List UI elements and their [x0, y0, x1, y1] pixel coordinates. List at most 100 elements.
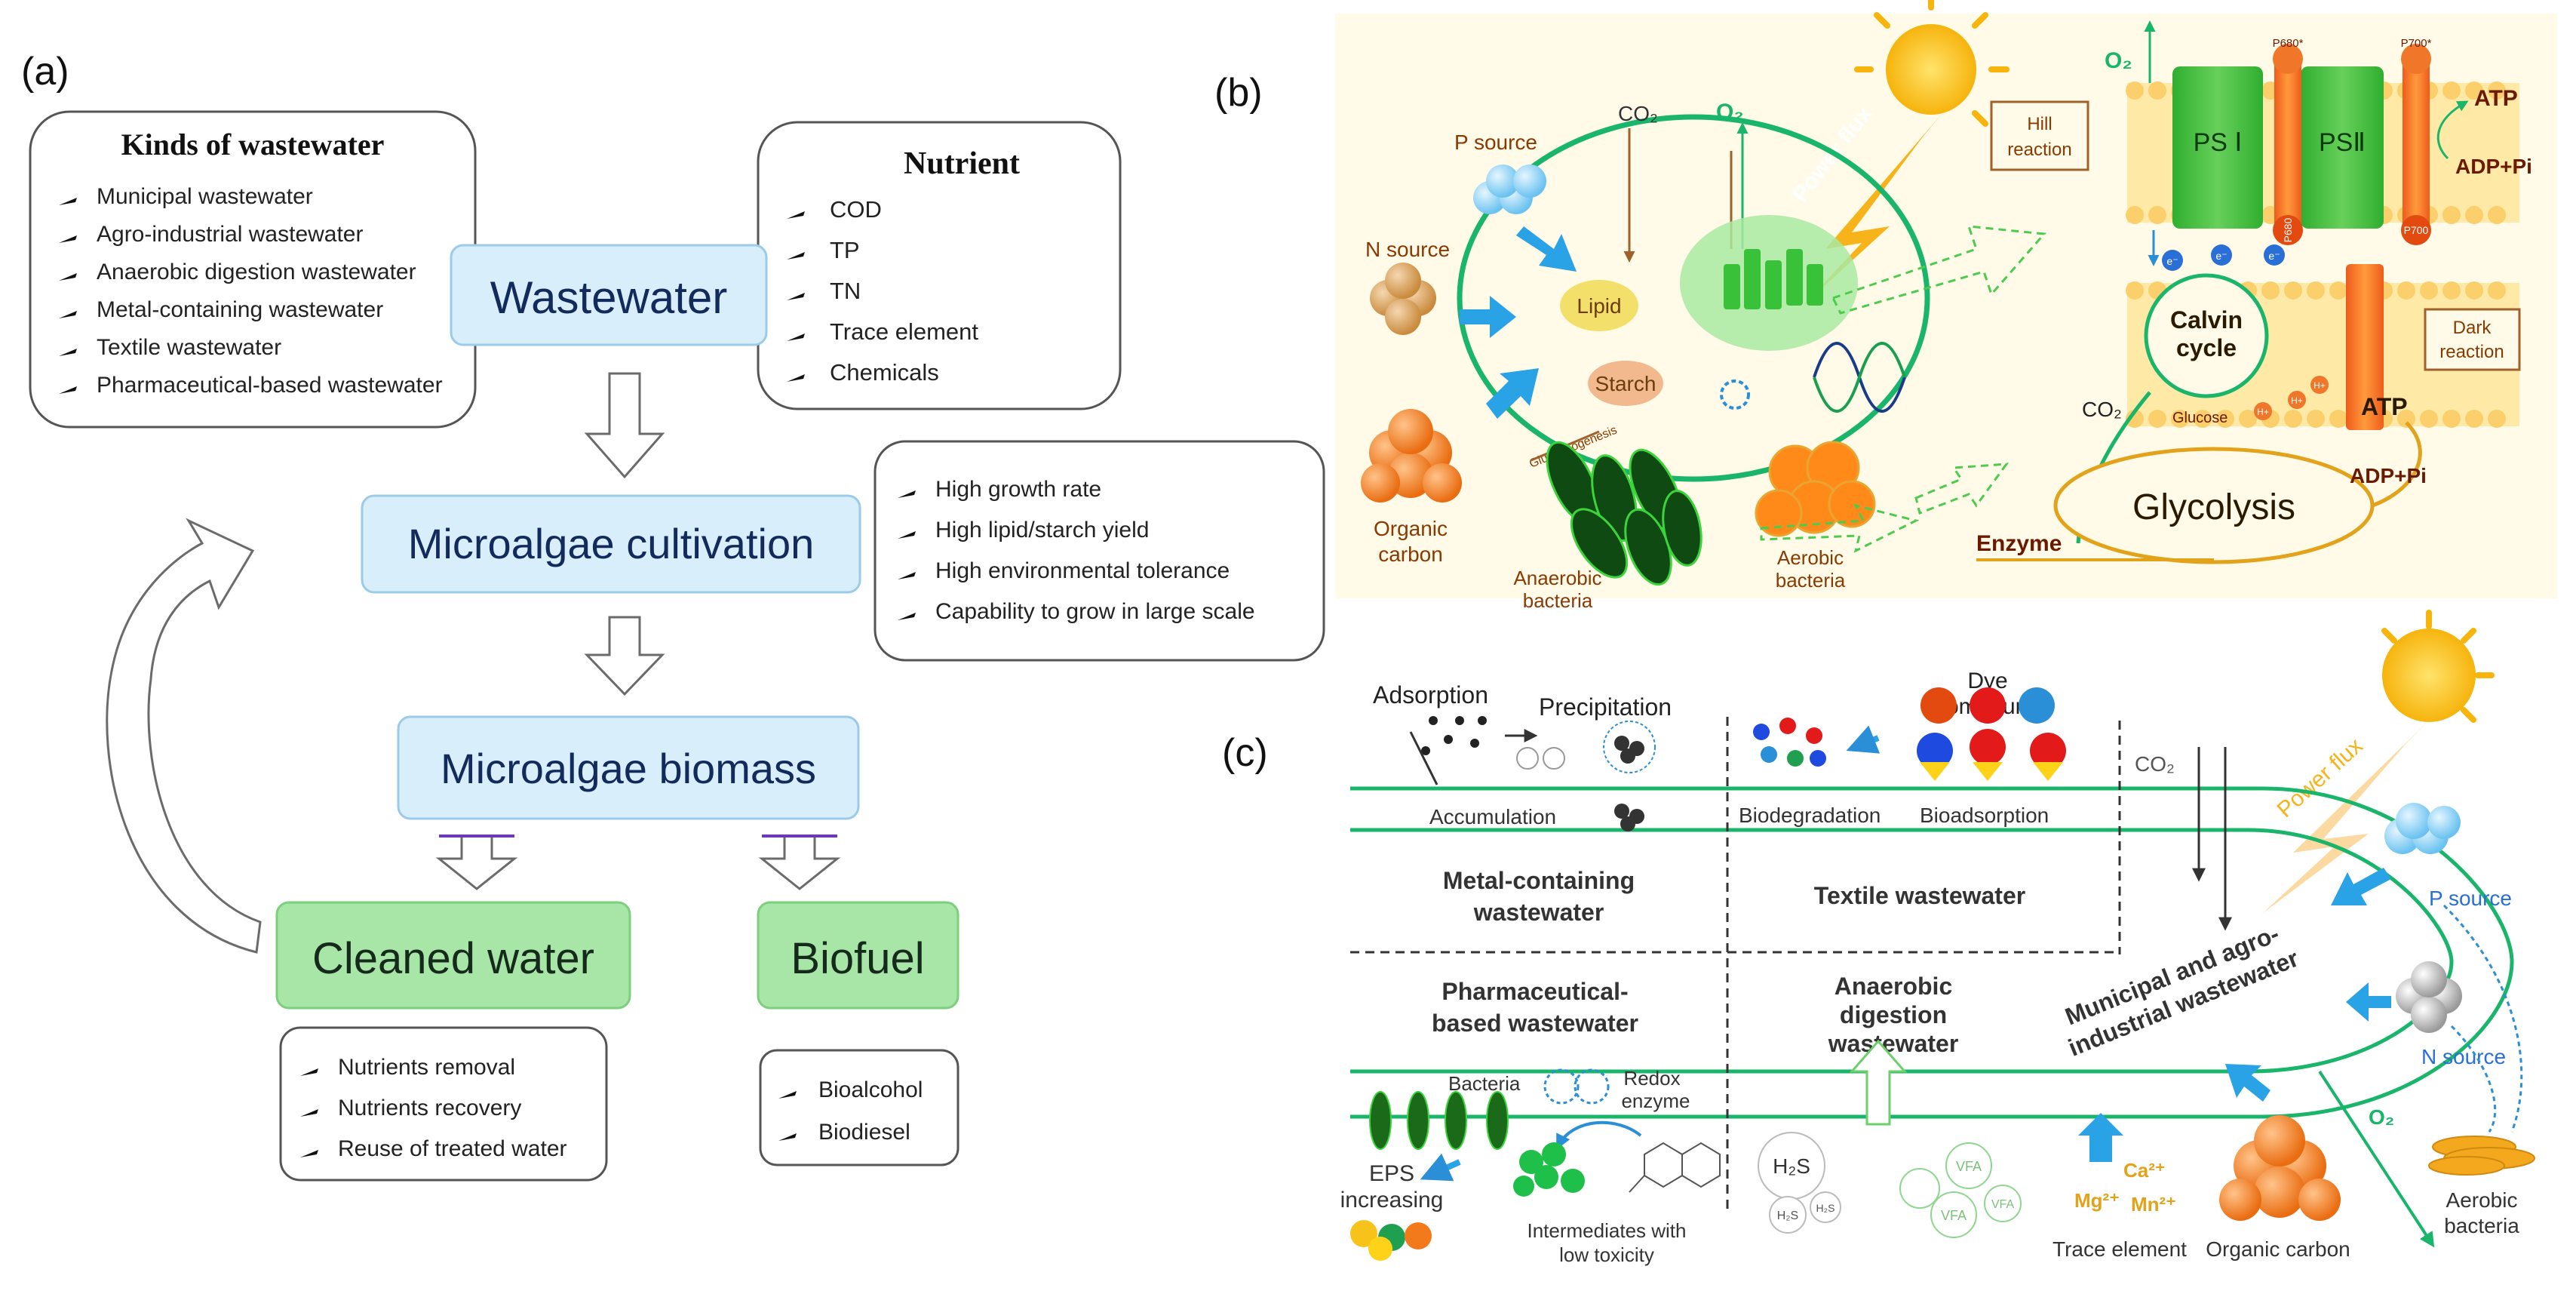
dashed-arrow-chloroplast [1831, 225, 2047, 315]
traits-list: High growth rate High lipid/starch yield… [898, 477, 1255, 624]
p680-dot [2273, 215, 2303, 245]
p700-dot [2401, 215, 2431, 245]
co2-mid-label: CO₂ [2082, 398, 2122, 421]
panel-b-label: (b) [1214, 71, 1263, 115]
trait-item: Capability to grow in large scale [898, 599, 1255, 624]
p680-star-dot [2273, 44, 2303, 74]
water-uses-list: Nutrients removal Nutrients recovery Reu… [300, 1055, 567, 1161]
anaerobic-dig-label-2: digestion [1840, 1001, 1947, 1028]
ps1-label: PS Ⅰ [2194, 128, 2243, 157]
svg-text:H+: H+ [2257, 407, 2269, 417]
p-source-dashed-arrow [2442, 904, 2523, 1133]
atp-synthase [2346, 264, 2384, 430]
biomass-label: Microalgae biomass [441, 745, 816, 792]
adp-label: ADP+Pi [2455, 155, 2532, 178]
bioadsorption-label: Bioadsorption [1920, 804, 2049, 827]
p-source-c-icon [2384, 803, 2461, 854]
svg-text:Textile wastewater: Textile wastewater [97, 335, 281, 360]
panel-b: (b) Power flux P source N source [1214, 0, 2557, 612]
svg-text:COD: COD [830, 196, 882, 223]
hill-reaction-box [1990, 100, 2089, 171]
p680s-label: P680* [2273, 37, 2304, 50]
biodegradation-arrow [1846, 725, 1881, 754]
aerobic-bacteria-c-icon [2428, 1136, 2535, 1176]
kinds-list: Municipal wastewater Agro-industrial was… [59, 184, 443, 398]
molecule-icon [1629, 1142, 1721, 1193]
textile-label: Textile wastewater [1814, 882, 2025, 909]
vfa-label-3: VFA [1991, 1198, 2015, 1211]
adsorption-arrow [1409, 731, 1438, 785]
svg-text:Nutrients removal: Nutrients removal [338, 1055, 515, 1080]
atp-label: ATP [2474, 86, 2518, 111]
svg-text:Agro-industrial wastewater: Agro-industrial wastewater [97, 222, 363, 247]
h2s-label: H₂S [1773, 1154, 1810, 1178]
enzyme-swirl-icon [1720, 380, 1750, 410]
dye-compound-icons [1917, 687, 2066, 781]
svg-text:High environmental tolerance: High environmental tolerance [935, 558, 1230, 583]
outer-membrane [1350, 786, 2514, 1119]
h2s-small-label-2: H₂S [1816, 1202, 1835, 1214]
nutrient-list: COD TP TN Trace element Chemicals [787, 196, 978, 386]
degraded-dye-icons [1753, 718, 1826, 767]
p-source-label: P source [1454, 131, 1537, 154]
metal-label-1: Metal-containing [1443, 867, 1635, 894]
power-flux-c-label: Power flux [2273, 733, 2368, 822]
hill-label-1: Hill [2027, 114, 2052, 134]
anaerobic-label-1: Anaerobic [1513, 567, 1601, 589]
o2-right-label: O₂ [2105, 48, 2132, 73]
p700-star-dot [2401, 44, 2431, 74]
anaerobic-dig-label-1: Anaerobic [1835, 973, 1952, 1000]
starch-granule [1588, 361, 1663, 406]
svg-text:Metal-containing wastewater: Metal-containing wastewater [97, 297, 383, 322]
algae-cell-membrane [1457, 114, 1930, 482]
down-arrow-2 [584, 616, 665, 696]
ps1-complex [2172, 66, 2263, 229]
p-source-icon [1473, 164, 1546, 214]
svg-text:e⁻: e⁻ [2215, 250, 2227, 262]
kinds-title: Kinds of wastewater [121, 128, 385, 161]
adp2-label: ADP+Pi [2350, 464, 2427, 487]
nutrient-item: TN [787, 278, 861, 304]
organic-carbon-label-1: Organic [1374, 517, 1448, 540]
nutrient-item: Chemicals [787, 359, 939, 386]
electron-icons: e⁻ e⁻ e⁻ [2162, 244, 2285, 271]
wave-icon-2 [1813, 342, 1906, 413]
dark-label-2: reaction [2439, 342, 2504, 362]
redox-label-2: enzyme [1621, 1090, 1690, 1112]
o2-c-label: O₂ [2369, 1105, 2394, 1129]
ps2-label: PSⅡ [2319, 128, 2366, 157]
atp2-label: ATP [2361, 393, 2408, 420]
svg-text:Trace element: Trace element [830, 318, 978, 345]
aerobic-label-2: bacteria [1776, 569, 1846, 592]
bacteria-c-icon [1369, 1091, 1509, 1150]
intermediates-icon [1513, 1142, 1585, 1197]
nutrient-item: TP [787, 237, 860, 263]
anaerobic-label-2: bacteria [1523, 589, 1593, 612]
organic-carbon-c-icon [2219, 1115, 2341, 1221]
mn-label: Mn²⁺ [2131, 1193, 2176, 1216]
municipal-label-group: Municipal and agro- industrial wastewate… [2062, 920, 2302, 1062]
h2s-small-label-1: H₂S [1777, 1209, 1798, 1222]
input-arrows-c [2078, 868, 2391, 1162]
svg-text:Reuse of treated water: Reuse of treated water [338, 1136, 567, 1161]
p-source-c-label: P source [2429, 887, 2512, 910]
p680-bar [2274, 57, 2301, 230]
n-source-dashed-arrow [2450, 1025, 2497, 1133]
o2-c-arrow [2318, 1070, 2435, 1248]
down-arrow-1 [584, 372, 665, 479]
enzyme-label: Enzyme [1976, 531, 2062, 556]
n-source-c-label: N source [2421, 1045, 2506, 1068]
ca-label: Ca²⁺ [2123, 1159, 2166, 1182]
svg-text:High lipid/starch yield: High lipid/starch yield [935, 518, 1149, 542]
svg-text:Anaerobic digestion wastewater: Anaerobic digestion wastewater [97, 260, 416, 284]
calvin-label-1: Calvin [2170, 306, 2243, 333]
hill-label-2: reaction [2007, 140, 2071, 160]
intermediates-label-2: low toxicity [1559, 1243, 1654, 1266]
vfa-bubbles [1899, 1142, 2022, 1238]
organic-carbon-c-label: Organic carbon [2206, 1237, 2350, 1261]
svg-text:Biodiesel: Biodiesel [818, 1120, 910, 1145]
intermediates-label-1: Intermediates with [1527, 1219, 1687, 1242]
p700-label: P700 [2404, 224, 2429, 236]
lipid-droplet [1560, 280, 1638, 331]
